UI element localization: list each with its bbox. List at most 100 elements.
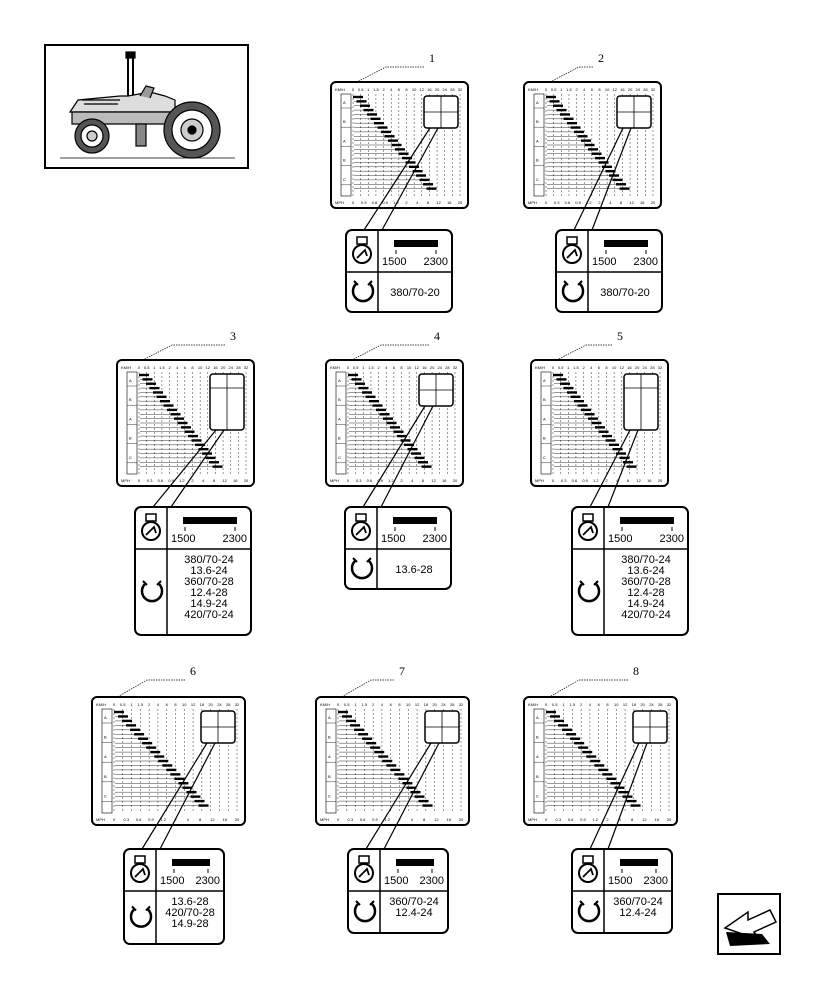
speed-bar <box>590 759 601 763</box>
speed-bar <box>614 786 625 789</box>
chart-row-label: C <box>338 455 341 460</box>
chart-row-label: C <box>543 455 546 460</box>
speed-bar <box>190 795 201 798</box>
leader-line <box>138 344 225 363</box>
speed-bar <box>162 764 173 767</box>
chart-bottom-tick: 4 <box>411 817 414 822</box>
chart-row-label: B <box>536 119 539 124</box>
chart-bottom-tick: 12 <box>436 200 441 205</box>
chart-top-tick: 0.5 <box>552 702 558 707</box>
chart-bottom-tick: 1.2 <box>593 478 599 483</box>
speed-bar <box>426 187 437 190</box>
speed-bar <box>383 417 394 420</box>
chart-top-tick: 4 <box>385 365 388 370</box>
speed-bar <box>421 465 432 468</box>
chart-top-tick: 0 <box>545 87 548 92</box>
chart-top-tick: 10 <box>412 87 417 92</box>
speed-bar <box>354 728 365 732</box>
rpm-low-label: 1500 <box>382 256 406 268</box>
chart-top-tick: 8 <box>405 87 408 92</box>
speed-bar <box>402 156 413 160</box>
speed-bar <box>342 715 353 718</box>
chart-bottom-tick: 12 <box>210 817 215 822</box>
chart-bottom-label: MPH <box>535 478 544 483</box>
chart-bottom-tick: 12 <box>431 478 436 483</box>
tire-icon-tick <box>369 900 375 906</box>
rpm-range-bar <box>396 859 434 866</box>
speed-bar <box>178 782 189 785</box>
chart-row-label: C <box>104 793 107 798</box>
pointer-line <box>362 405 426 508</box>
speed-bar <box>406 786 417 789</box>
engine-speed-needle <box>582 867 594 878</box>
chart-top-tick: 20 <box>635 365 640 370</box>
speed-bar <box>374 121 385 125</box>
speed-bar <box>609 443 620 447</box>
speed-bar <box>418 799 429 803</box>
speed-bar <box>591 152 602 155</box>
chart-top-tick: 0.5 <box>558 365 564 370</box>
chart-bottom-tick: 4 <box>187 817 190 822</box>
chart-top-tick: 6 <box>166 702 169 707</box>
speed-bar <box>405 161 416 164</box>
chart-bottom-tick: 8 <box>213 478 216 483</box>
chart-top-tick: 1 <box>354 702 357 707</box>
speed-bar <box>167 408 178 412</box>
chart-row-label: B <box>343 119 346 124</box>
tire-size-label: 380/70-20 <box>600 287 650 299</box>
chart-bottom-tick: 0.6 <box>158 478 164 483</box>
chart-top-tick: 20 <box>628 87 633 92</box>
leader-line <box>337 679 394 700</box>
chart-bottom-tick: 16 <box>222 817 227 822</box>
chart-top-tick: 10 <box>407 365 412 370</box>
chart-bottom-tick: 8 <box>427 200 430 205</box>
chart-bottom-tick: 1.2 <box>393 200 399 205</box>
tire-size-label: 380/70-24 <box>184 554 234 566</box>
chart-bottom-tick: 0.3 <box>561 478 567 483</box>
callout-number: 8 <box>633 664 639 678</box>
previous-page-arrow-icon[interactable] <box>717 893 781 955</box>
speed-bar <box>174 417 185 420</box>
engine-speed-needle <box>566 248 578 259</box>
engine-speed-icon-top <box>582 855 594 864</box>
chart-top-tick: 4 <box>590 365 593 370</box>
callout-number: 5 <box>617 329 623 343</box>
tire-icon-tick <box>563 280 569 286</box>
chart-bottom-label: MPH <box>330 478 339 483</box>
chart-row-column <box>340 93 352 197</box>
pointer-line <box>383 742 440 850</box>
chart-row-label: A <box>536 100 539 105</box>
tire-icon-tick <box>593 900 599 906</box>
chart-bottom-tick: 0.3 <box>361 200 367 205</box>
speed-bar <box>422 804 433 807</box>
tire-size-label: 420/70-24 <box>184 609 234 621</box>
chart-bottom-tick: 16 <box>447 200 452 205</box>
speed-bar <box>350 724 361 727</box>
chart-bottom-tick: 1.2 <box>388 478 394 483</box>
chart-bottom-tick: 0 <box>352 200 355 205</box>
chart-bottom-tick: 20 <box>658 478 663 483</box>
chart-top-tick: 0 <box>347 365 350 370</box>
chart-row-column <box>540 371 552 475</box>
tire-icon-tick <box>577 280 583 286</box>
chart-bottom-tick: 4 <box>619 817 622 822</box>
speed-bar <box>553 104 564 107</box>
tire-icon-tick <box>579 900 585 906</box>
speed-bar <box>398 152 409 155</box>
speed-bar <box>154 755 165 758</box>
tire-icon-tick <box>156 580 162 586</box>
chart-top-tick: 8 <box>400 365 403 370</box>
tire-size-label: 360/70-28 <box>621 576 671 588</box>
speed-bar <box>605 439 616 442</box>
chart-top-tick: 12 <box>613 87 618 92</box>
chart-bottom-tick: 8 <box>627 478 630 483</box>
chart-top-tick: 12 <box>415 365 420 370</box>
chart-bottom-tick: 0.6 <box>568 817 574 822</box>
tire-icon-tick <box>353 280 359 286</box>
chart-top-tick: 24 <box>442 87 447 92</box>
chart-top-tick: 2 <box>168 365 171 370</box>
chart-row-label: A <box>536 754 539 759</box>
speed-bar <box>146 382 157 385</box>
